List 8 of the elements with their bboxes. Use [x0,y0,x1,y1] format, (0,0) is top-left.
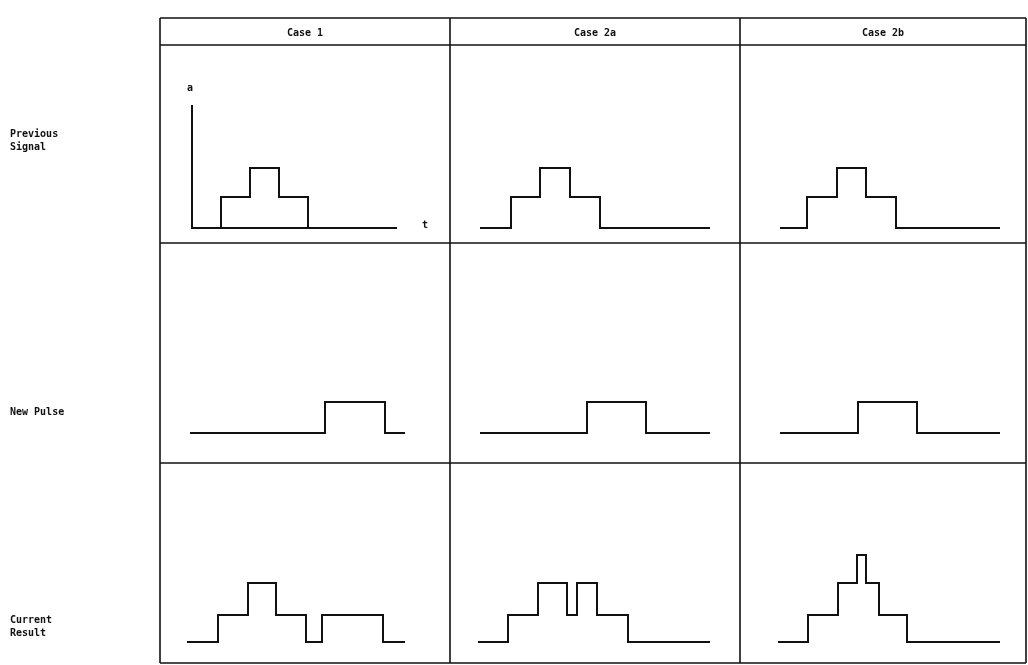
row-header: New Pulse [10,405,66,418]
row-header: Current Result [10,613,54,639]
column-header: Case 2a [574,26,617,39]
row-header: Previous Signal [10,127,60,153]
axis-label: t [422,218,429,231]
column-header: Case 1 [287,26,324,39]
axis-label: a [187,81,194,94]
column-header: Case 2b [862,26,905,39]
